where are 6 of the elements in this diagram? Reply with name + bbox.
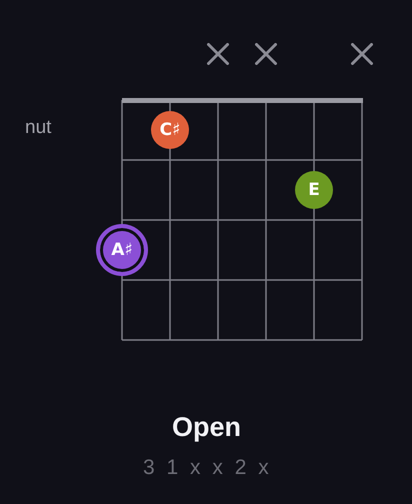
fingering-caption: 3 1 x x 2 x <box>142 456 272 480</box>
note-marker: C♯ <box>151 111 189 149</box>
chord-title: Open <box>172 413 242 443</box>
fret-label: nut <box>25 118 52 139</box>
note-marker: E <box>295 171 333 209</box>
ringed-note-marker: A♯ <box>96 224 148 276</box>
